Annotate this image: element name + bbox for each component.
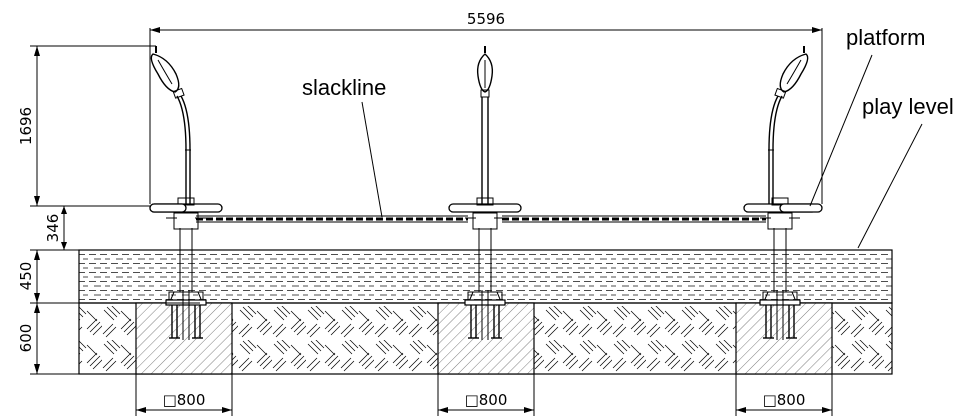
platform-label: platform xyxy=(846,25,925,50)
foundation-width-dimensions: □800 □800 □800 xyxy=(135,374,833,416)
overall-width-text: 5596 xyxy=(467,10,505,28)
right-pole xyxy=(743,46,817,341)
overall-width-dimension: 5596 xyxy=(149,10,823,204)
right-platform xyxy=(779,203,823,213)
play-level-label: play level xyxy=(862,94,954,119)
platform-label-group: platform xyxy=(809,25,925,207)
foundation-left-text: □800 xyxy=(163,391,206,409)
left-platform xyxy=(149,203,187,213)
foundation-middle-text: □800 xyxy=(465,391,508,409)
play-level-label-group: play level xyxy=(857,94,954,249)
pole-height-text: 1696 xyxy=(17,107,35,145)
play-level-depth-text: 450 xyxy=(17,262,35,291)
play-level-layer xyxy=(78,249,893,304)
middle-pole xyxy=(448,46,522,341)
slackline-label: slackline xyxy=(302,75,386,100)
left-pole xyxy=(149,46,223,341)
foundation-right-text: □800 xyxy=(763,391,806,409)
foundation-depth-text: 600 xyxy=(17,324,35,353)
slackline-chain xyxy=(196,215,766,223)
platform-height-text: 346 xyxy=(44,214,62,243)
slackline-label-group: slackline xyxy=(302,75,386,218)
vertical-dimensions: 1696 346 450 600 xyxy=(17,45,200,375)
